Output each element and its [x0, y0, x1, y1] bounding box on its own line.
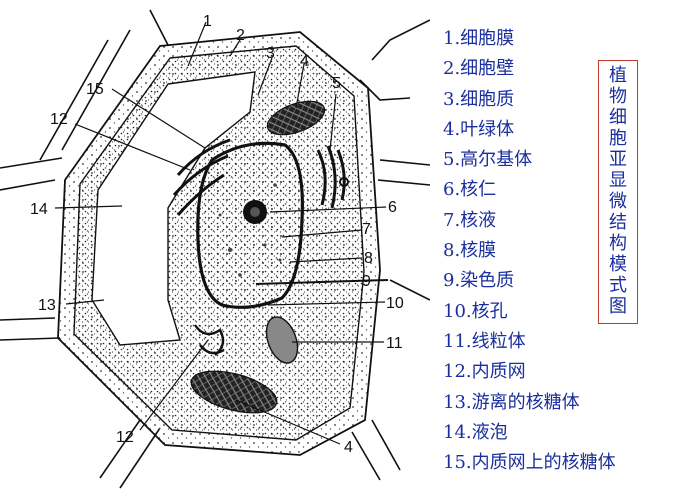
chloroplast-top: [266, 100, 326, 136]
callouts: 1 2 3 4 5 15 12 6 7 14 8 9 13 10 11 12 4: [30, 13, 404, 456]
title-char-6: 微: [609, 191, 627, 212]
callout-4-top: 4: [300, 53, 309, 70]
callout-4-bottom: 4: [344, 439, 353, 456]
legend-item-vacuole: 14.液泡: [443, 421, 508, 443]
callout-10: 10: [386, 295, 404, 312]
callout-3: 3: [266, 45, 275, 62]
golgi-body: [316, 145, 349, 209]
legend-item-free-ribosome: 13.游离的核糖体: [443, 391, 580, 413]
title-char-9: 模: [609, 254, 627, 275]
title-char-0: 植: [609, 65, 627, 86]
legend-list: 1.细胞膜 2.细胞壁 3.细胞质 4.叶绿体 5.高尔基体 6.核仁 7.核液…: [443, 24, 643, 478]
mitochondrion: [265, 316, 299, 364]
cell-diagram: 1 2 3 4 5 15 12 6 7 14 8 9 13 10 11 12 4: [0, 9, 430, 489]
legend-item-er-ribosome: 15.内质网上的核糖体: [443, 452, 616, 474]
chloroplast-bottom: [190, 370, 278, 414]
figure-title: 植物细胞亚显微结构模式图: [598, 60, 638, 324]
callout-1: 1: [203, 13, 212, 30]
legend-item-cytoplasm: 3.细胞质: [443, 88, 515, 110]
neighbor-walls: [0, 9, 430, 489]
legend-item-chloroplast: 4.叶绿体: [443, 118, 515, 140]
title-char-5: 显: [609, 170, 627, 191]
legend-item-golgi: 5.高尔基体: [443, 149, 533, 171]
title-char-3: 胞: [609, 128, 627, 149]
callout-11: 11: [386, 335, 403, 352]
callout-12-top: 12: [50, 111, 68, 128]
callout-13: 13: [38, 297, 56, 314]
title-char-4: 亚: [609, 149, 627, 170]
callout-2: 2: [236, 27, 245, 44]
leader-lines: [54, 21, 389, 445]
callout-6: 6: [388, 199, 397, 216]
title-char-2: 细: [609, 107, 627, 128]
legend-item-chromatin: 9.染色质: [443, 270, 515, 292]
callout-12-bottom: 12: [116, 429, 134, 446]
callout-9: 9: [362, 273, 371, 290]
callout-7: 7: [362, 221, 371, 238]
title-char-7: 结: [609, 212, 627, 233]
callout-14: 14: [30, 201, 48, 218]
legend-item-mitochondrion: 11.线粒体: [443, 330, 526, 352]
legend-item-nucleolus: 6.核仁: [443, 179, 497, 201]
legend-item-nuclear-pore: 10.核孔: [443, 300, 508, 322]
title-char-11: 图: [609, 296, 627, 317]
callout-8: 8: [364, 250, 373, 267]
legend-item-cell-wall: 2.细胞壁: [443, 58, 515, 80]
vacuole: [91, 71, 256, 346]
chromatin: [218, 183, 282, 277]
title-char-1: 物: [609, 86, 627, 107]
rough-er: [172, 138, 231, 216]
callout-5: 5: [332, 75, 341, 92]
legend-item-nuclear-envelope: 8.核膜: [443, 240, 497, 262]
legend-item-cell-membrane: 1.细胞膜: [443, 28, 515, 49]
er-lower: [194, 324, 225, 356]
title-char-8: 构: [609, 233, 627, 254]
title-char-10: 式: [609, 275, 627, 296]
callout-15: 15: [86, 81, 104, 98]
legend-item-er: 12.内质网: [443, 361, 526, 383]
legend-item-nuclear-sap: 7.核液: [443, 209, 497, 231]
